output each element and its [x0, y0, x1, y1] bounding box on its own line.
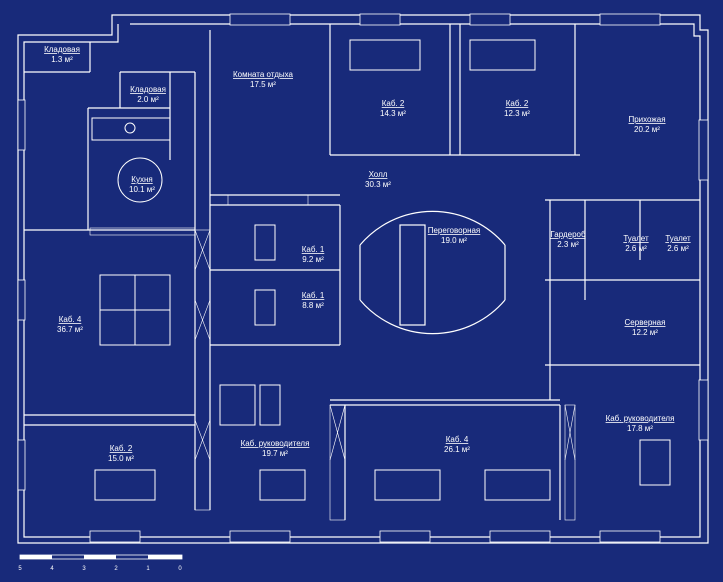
room-area: 12.3 м² [504, 109, 530, 118]
room-name: Каб. 2 [382, 99, 405, 108]
room-name: Каб. 1 [302, 245, 325, 254]
room-name: Переговорная [428, 226, 481, 235]
room-area: 8.8 м² [302, 301, 324, 310]
room-area: 2.6 м² [667, 244, 689, 253]
room-area: 2.3 м² [557, 240, 579, 249]
room-area: 30.3 м² [365, 180, 391, 189]
room-name: Серверная [625, 318, 666, 327]
scale-label: 4 [50, 566, 54, 572]
room-area: 17.5 м² [250, 80, 276, 89]
room-name: Гардероб [550, 230, 586, 239]
scale-label: 1 [146, 566, 150, 572]
room-name: Туалет [623, 234, 649, 243]
desks [94, 39, 671, 501]
room-area: 19.0 м² [441, 236, 467, 245]
scale-label: 2 [114, 566, 118, 572]
room-labels: Кладовая 1.3 м² Кладовая 2.0 м² Кухня 10… [44, 45, 691, 463]
room-name: Комната отдыха [233, 70, 294, 79]
room-name: Кладовая [44, 45, 80, 54]
room-area: 14.3 м² [380, 109, 406, 118]
scale-label: 3 [82, 566, 86, 572]
room-area: 36.7 м² [57, 325, 83, 334]
kitchen-table [91, 117, 171, 203]
room-area: 1.3 м² [51, 55, 73, 64]
room-area: 2.0 м² [137, 95, 159, 104]
scale-label: 0 [178, 566, 182, 572]
room-area: 15.0 м² [108, 454, 134, 463]
room-area: 9.2 м² [302, 255, 324, 264]
room-name: Каб. руководителя [241, 439, 310, 448]
partition-hatch [89, 194, 576, 521]
room-area: 26.1 м² [444, 445, 470, 454]
windows [17, 13, 709, 543]
room-area: 20.2 м² [634, 125, 660, 134]
room-name: Кладовая [130, 85, 166, 94]
room-area: 19.7 м² [262, 449, 288, 458]
room-area: 2.6 м² [625, 244, 647, 253]
room-name: Каб. 4 [446, 435, 469, 444]
room-name: Каб. 2 [110, 444, 133, 453]
room-area: 10.1 м² [129, 185, 155, 194]
scale-label: 5 [18, 566, 22, 572]
room-name: Прихожая [628, 115, 665, 124]
room-name: Каб. руководителя [606, 414, 675, 423]
room-name: Холл [369, 170, 388, 179]
room-name: Кухня [131, 175, 152, 184]
room-area: 12.2 м² [632, 328, 658, 337]
scale-bar: 5 4 3 2 1 0 [18, 554, 183, 572]
room-area: 17.8 м² [627, 424, 653, 433]
room-name: Каб. 4 [59, 315, 82, 324]
room-name: Каб. 2 [506, 99, 529, 108]
room-name: Туалет [665, 234, 691, 243]
meeting-room-outline [359, 210, 506, 335]
walls [17, 14, 709, 544]
room-name: Каб. 1 [302, 291, 325, 300]
